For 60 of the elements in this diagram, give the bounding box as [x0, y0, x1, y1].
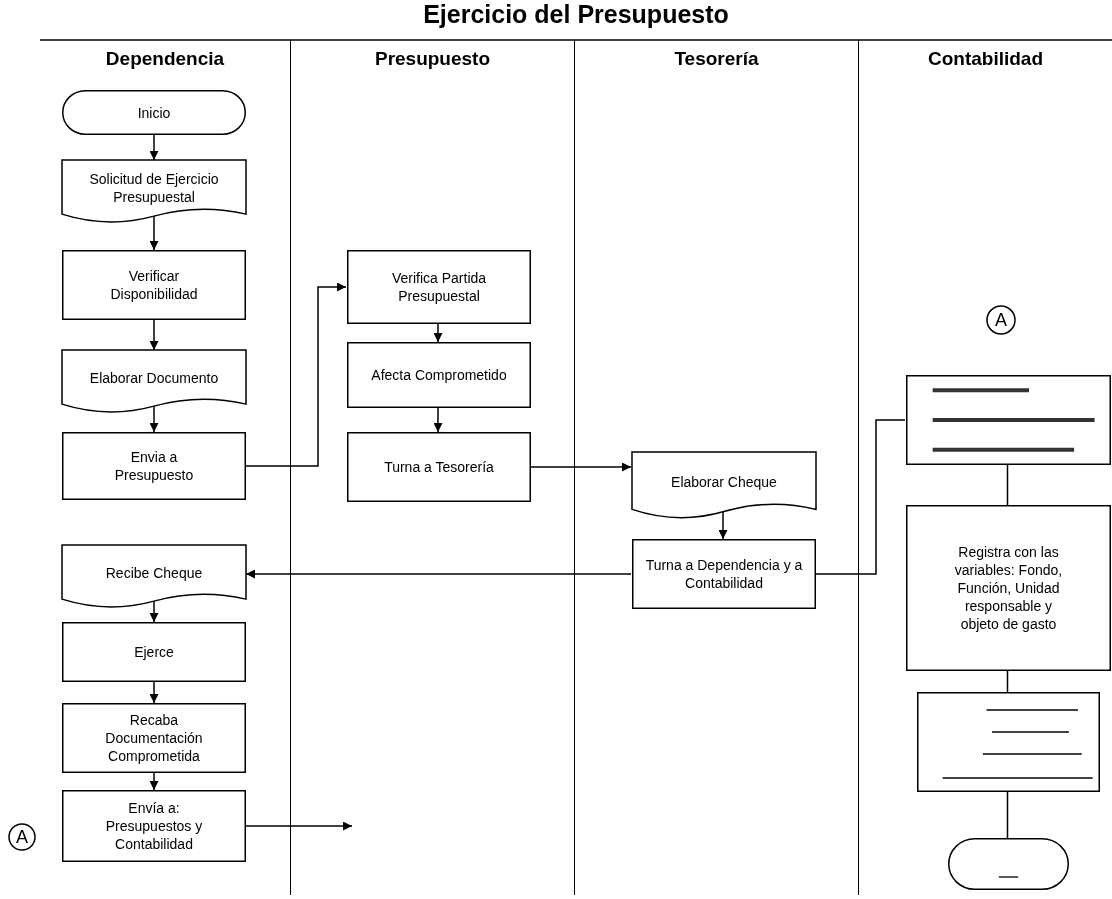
swimlane — [858, 40, 1112, 895]
connector-circle — [8, 823, 36, 851]
step-label: Inicio — [137, 103, 171, 122]
arrow — [149, 214, 159, 251]
document-shape — [62, 350, 246, 416]
process-box — [906, 505, 1111, 671]
arrow — [529, 462, 632, 472]
arrow — [149, 772, 159, 791]
arrow — [245, 569, 632, 579]
document-shape — [62, 545, 246, 611]
diagram-title: Ejercicio del Presupuesto — [422, 0, 729, 29]
step-label: Elaborar Documento — [89, 369, 219, 387]
arrow — [149, 404, 159, 433]
arrow — [245, 282, 347, 467]
process-box — [347, 432, 531, 502]
step-label: Registra con las variables: Fondo, Función, Unidad responsable y objeto de gasto — [953, 543, 1064, 633]
arrow — [433, 323, 443, 343]
process-box — [347, 250, 531, 324]
process-box — [917, 692, 1100, 792]
connector-line — [1006, 464, 1009, 506]
process-box — [62, 432, 246, 500]
connector-line — [814, 419, 906, 575]
arrow — [149, 599, 159, 623]
step-label: Turna a Dependencia y a Contabilidad — [644, 556, 804, 592]
arrow — [433, 407, 443, 433]
lane-header: Presupuesto — [374, 48, 491, 70]
process-box — [906, 375, 1111, 465]
arrow — [149, 319, 159, 351]
connector-circle — [986, 305, 1016, 335]
step-label: Envia a Presupuesto — [113, 448, 195, 484]
connector-label: A — [995, 311, 1007, 329]
document-shape — [62, 160, 246, 226]
step-label: Recaba Documentación Comprometida — [104, 711, 204, 765]
step-label: Elaborar Cheque — [671, 473, 777, 491]
step-label: Envía a: Presupuestos y Contabilidad — [104, 799, 204, 853]
arrow — [149, 134, 159, 161]
process-box — [62, 703, 246, 773]
lane-header: Dependencia — [105, 48, 225, 70]
terminal-shape — [948, 838, 1069, 890]
lane-header: Tesorería — [674, 48, 759, 70]
process-box — [632, 539, 816, 609]
arrow — [149, 681, 159, 704]
step-label: Ejerce — [134, 643, 174, 661]
connector-line — [1006, 670, 1009, 693]
step-label: Recibe Cheque — [105, 564, 203, 582]
step-label: Verificar Disponibilidad — [109, 267, 199, 303]
arrow — [718, 510, 728, 540]
step-label: Turna a Tesorería — [384, 458, 494, 476]
connector-line — [1006, 791, 1009, 839]
step-label: Verifica Partida Presupuestal — [390, 269, 488, 305]
step-label: Afecta Comprometido — [371, 366, 507, 384]
terminal-shape — [62, 90, 246, 135]
process-box — [62, 790, 246, 862]
arrow — [245, 821, 353, 831]
step-label: Solicitud de Ejercicio Presupuestal — [88, 170, 220, 206]
connector-label: A — [16, 828, 28, 846]
lane-header: Contabilidad — [927, 48, 1044, 70]
process-box — [62, 250, 246, 320]
process-box — [347, 342, 531, 408]
process-box — [62, 622, 246, 682]
